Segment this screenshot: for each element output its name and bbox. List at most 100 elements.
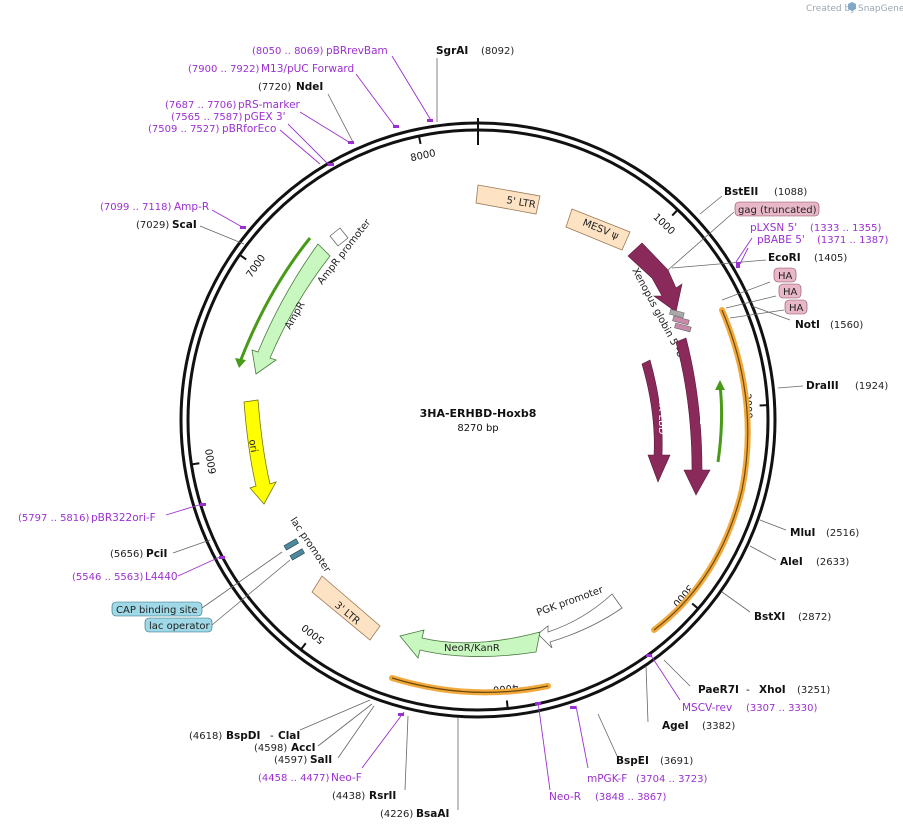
svg-text:(3704 .. 3723): (3704 .. 3723) bbox=[636, 774, 708, 785]
svg-text:pLXSN 5': pLXSN 5' bbox=[750, 222, 797, 234]
tick-mark bbox=[417, 135, 422, 145]
site-pos: (2872) bbox=[798, 612, 831, 623]
site-pos: (3251) bbox=[797, 685, 830, 696]
site-pos: (3382) bbox=[702, 721, 735, 732]
site-pos: (4438) bbox=[332, 791, 365, 802]
site-pos: (1924) bbox=[855, 381, 888, 392]
site-pos: (5656) bbox=[110, 549, 143, 560]
site-name: EcoRI bbox=[768, 252, 801, 264]
ltr5-label: 5' LTR bbox=[505, 195, 536, 211]
site-name: BstEII bbox=[724, 186, 758, 198]
svg-text:(5546 .. 5563): (5546 .. 5563) bbox=[72, 572, 144, 583]
site-pos: (4598) bbox=[254, 743, 287, 754]
backbone-outer bbox=[179, 121, 777, 719]
er-lbd-label: ER-LBD bbox=[656, 398, 667, 435]
site-pos: (2516) bbox=[826, 528, 859, 539]
site-pos: (4618) bbox=[189, 731, 222, 742]
orf-line-right-core bbox=[653, 309, 749, 631]
svg-text:pBRforEco: pBRforEco bbox=[222, 123, 276, 135]
svg-text:Neo-R: Neo-R bbox=[549, 791, 581, 803]
site-pos: (4597) bbox=[274, 755, 307, 766]
svg-text:(8050 .. 8069): (8050 .. 8069) bbox=[252, 46, 324, 57]
green-small-arrow bbox=[716, 384, 724, 463]
tick-label: 7000 bbox=[245, 253, 269, 280]
green-left-arrowhead bbox=[235, 358, 246, 368]
backbone-inner bbox=[186, 128, 770, 712]
svg-text:(1371 .. 1387): (1371 .. 1387) bbox=[817, 235, 889, 246]
site-pos: (3691) bbox=[660, 756, 693, 767]
ha-tag-3 bbox=[674, 322, 692, 333]
site-name2: XhoI bbox=[759, 684, 786, 696]
site-name: PaeR7I bbox=[698, 684, 739, 696]
svg-text:(1333 .. 1355): (1333 .. 1355) bbox=[810, 223, 882, 234]
svg-text:(7509 .. 7527): (7509 .. 7527) bbox=[148, 124, 220, 135]
lac-operator-mark bbox=[289, 548, 305, 561]
mesv-feature bbox=[565, 208, 631, 251]
svg-text:(7099 .. 7118): (7099 .. 7118) bbox=[100, 202, 172, 213]
ha-label-2: HA bbox=[783, 287, 798, 298]
svg-text:M13/pUC Forward: M13/pUC Forward bbox=[261, 63, 354, 75]
site-name: AleI bbox=[780, 556, 803, 568]
tick-mark bbox=[300, 642, 307, 651]
cap-binding-label: CAP binding site bbox=[116, 605, 198, 616]
svg-text:mPGK-F: mPGK-F bbox=[587, 773, 627, 785]
ha-tag-2 bbox=[672, 315, 690, 326]
tick-mark bbox=[691, 602, 699, 610]
ha-label-3: HA bbox=[789, 303, 804, 314]
site-name: PciI bbox=[146, 548, 167, 560]
plasmid-length: 8270 bp bbox=[457, 423, 498, 434]
site-name: ScaI bbox=[172, 219, 197, 231]
cap-binding-box bbox=[111, 601, 203, 617]
site-pos: (4226) bbox=[380, 809, 413, 820]
ampr-promoter-arrow bbox=[329, 227, 349, 247]
svg-text:-: - bbox=[746, 684, 750, 696]
ha-label-box-3 bbox=[784, 299, 808, 315]
svg-text:L4440: L4440 bbox=[145, 571, 178, 583]
ha-label-box-2 bbox=[778, 283, 802, 299]
svg-text:(7565 .. 7587): (7565 .. 7587) bbox=[171, 112, 243, 123]
tick-mark bbox=[505, 700, 509, 709]
site-pos: (2633) bbox=[816, 557, 849, 568]
site-name2: ClaI bbox=[278, 730, 300, 742]
ha-label-box-1 bbox=[773, 267, 797, 283]
ori-label: ori bbox=[246, 439, 259, 454]
site-pos: (1088) bbox=[774, 187, 807, 198]
site-name: BsaAI bbox=[416, 808, 449, 820]
gag-tag-box bbox=[734, 201, 820, 217]
site-name: BspDI bbox=[226, 730, 260, 742]
site-name: SgrAI bbox=[436, 45, 468, 57]
svg-text:pBABE 5': pBABE 5' bbox=[757, 234, 805, 246]
primer-labels: (8050 .. 8069) pBRrevBam (7900 .. 7922) … bbox=[18, 45, 889, 803]
svg-text:(4458 .. 4477): (4458 .. 4477) bbox=[258, 773, 330, 784]
site-labels-left: SgrAI (8092) (7720) NdeI (7029) ScaI (56… bbox=[110, 45, 514, 820]
tick-label: 8000 bbox=[410, 148, 437, 164]
plasmid-name: 3HA-ERHBD-Hoxb8 bbox=[420, 407, 537, 420]
site-pos: (1560) bbox=[830, 320, 863, 331]
site-labels-right: BstEII (1088) EcoRI (1405) NotI (1560) D… bbox=[616, 186, 888, 767]
ert2-label: ERT2 bbox=[697, 400, 708, 425]
lac-operator-label: lac operator bbox=[149, 621, 210, 632]
snapgene-logo bbox=[848, 2, 856, 11]
svg-text:pGEX 3': pGEX 3' bbox=[244, 111, 286, 123]
site-name: RsrII bbox=[369, 790, 396, 802]
svg-text:pRS-marker: pRS-marker bbox=[238, 99, 301, 111]
cap-site-mark bbox=[283, 538, 299, 551]
site-pos: (7720) bbox=[258, 82, 291, 93]
ha-label-1: HA bbox=[778, 271, 793, 282]
ltr5-feature bbox=[475, 184, 541, 215]
tick-mark bbox=[191, 462, 200, 466]
site-name: AgeI bbox=[662, 720, 689, 732]
site-name: NdeI bbox=[296, 81, 323, 93]
svg-text:Amp-R: Amp-R bbox=[174, 201, 209, 213]
primer-leader-lines bbox=[165, 55, 753, 791]
leader-lines bbox=[172, 58, 804, 810]
site-name: NotI bbox=[795, 319, 820, 331]
tick-mark bbox=[239, 254, 247, 261]
neo-arrow bbox=[399, 629, 541, 659]
tick-label: 5000 bbox=[300, 621, 327, 645]
ert2-arrow bbox=[675, 337, 711, 496]
tick-mark bbox=[671, 209, 679, 217]
tick-label: 6000 bbox=[204, 448, 219, 475]
site-name: SalI bbox=[310, 754, 332, 766]
primer-marks bbox=[200, 119, 740, 716]
